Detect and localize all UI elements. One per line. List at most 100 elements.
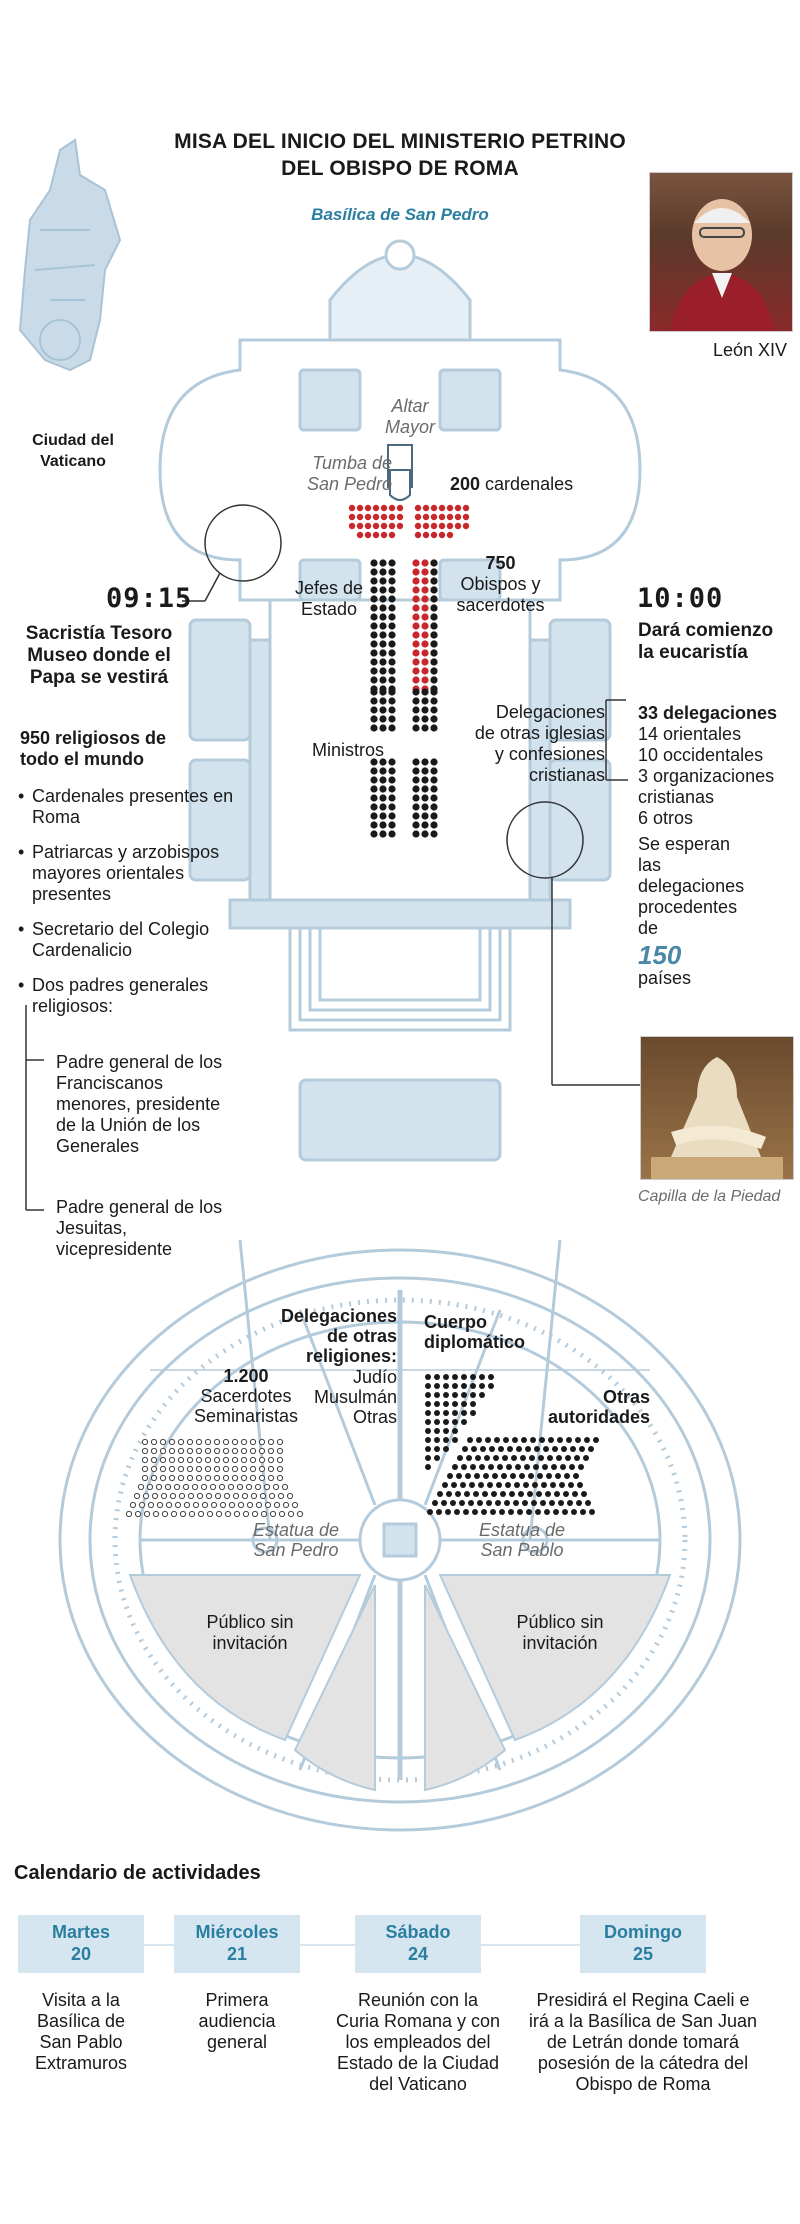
seat-dot [412,649,420,657]
seat-dot [370,697,378,705]
seat-dot [522,1500,528,1506]
seat-dot [430,785,438,793]
seat-dot [430,767,438,775]
seat-dot [150,1474,158,1482]
seat-dot [236,1483,244,1491]
seat-dot [249,1474,257,1482]
seat-dot [269,1510,277,1518]
seat-dot [186,1474,194,1482]
seat-dot [150,1438,158,1446]
seat-dot [214,1492,222,1500]
seat-dot [388,640,396,648]
seat-dot [414,513,422,521]
seat-dot [168,1438,176,1446]
seat-dot [489,1446,495,1452]
seat-dot [129,1501,137,1509]
seat-dot [430,649,438,657]
seat-dot [421,715,429,723]
seat-dot [379,724,387,732]
seat-dot [379,830,387,838]
seat-dot [188,1510,196,1518]
seat-dot [141,1447,149,1455]
seat-dot [479,1392,485,1398]
seat-dot [179,1510,187,1518]
seat-dot [421,821,429,829]
seat-dot [388,767,396,775]
seat-dot [370,715,378,723]
seat-dot [498,1446,504,1452]
seat-dot [258,1465,266,1473]
seat-dot [454,504,462,512]
seat-dot [520,1455,526,1461]
seat-dot [514,1482,520,1488]
seat-dot [421,604,429,612]
seat-dot [165,1501,173,1509]
seat-dot [452,1464,458,1470]
seat-dot [412,715,420,723]
seat-dot [425,1464,431,1470]
seat-dot [370,559,378,567]
seat-dot [412,568,420,576]
seat-dot [146,1483,154,1491]
seat-dot [291,1501,299,1509]
seat-dot [388,676,396,684]
seat-dot [412,776,420,784]
seat-dot [412,821,420,829]
seat-dot [452,1410,458,1416]
seat-dot [370,688,378,696]
seat-dot [430,724,438,732]
seat-dot [434,1455,440,1461]
seat-dot [534,1446,540,1452]
seat-dot [531,1500,537,1506]
seat-dot [438,513,446,521]
seat-dot [443,1392,449,1398]
seat-dot [231,1465,239,1473]
seat-dot [231,1456,239,1464]
seat-dot [505,1482,511,1488]
seat-dot [412,767,420,775]
seat-dot [156,1501,164,1509]
seat-dot [169,1492,177,1500]
seat-dot [470,1383,476,1389]
seat-dot [430,688,438,696]
seat-dot [249,1465,257,1473]
seat-dot [500,1491,506,1497]
calendar-day-tuesday: Martes 20 [18,1915,144,1973]
seat-dot [462,1446,468,1452]
seat-dot [430,821,438,829]
calendar-text-sunday: Presidirá el Regina Caeli e irá a la Bas… [528,1990,758,2094]
seat-dot [430,706,438,714]
seat-dot [286,1492,294,1500]
sub-item-franciscans: Padre general de los Franciscanos menore… [56,1052,223,1156]
pope-portrait-image [670,199,774,331]
seat-dot [241,1492,249,1500]
seat-dot [379,658,387,666]
seat-dot [427,1509,433,1515]
seat-dot [388,688,396,696]
seat-dot [443,1374,449,1380]
seat-dot [434,1374,440,1380]
seat-dot [213,1474,221,1482]
eucharist-time: 10:00 [637,583,724,614]
seat-dot [370,776,378,784]
diplomatic-corps-label: Cuerpo diplomático [424,1312,526,1352]
seat-dot [443,1428,449,1434]
seat-dot [388,586,396,594]
seat-dot [370,631,378,639]
seat-dot [141,1456,149,1464]
seat-dot [412,830,420,838]
ministers-label: Ministros [312,740,385,760]
seat-dot [260,1510,268,1518]
seat-dot [523,1482,529,1488]
seat-dot [443,1419,449,1425]
seat-dot [430,794,438,802]
seat-dot [447,1473,453,1479]
seat-dot [273,1501,281,1509]
seat-blocks [370,559,438,838]
seat-dot [388,531,396,539]
seat-dot [414,522,422,530]
seat-dot [585,1500,591,1506]
seat-dot [430,568,438,576]
seat-dot [479,1464,485,1470]
seat-dot [513,1500,519,1506]
